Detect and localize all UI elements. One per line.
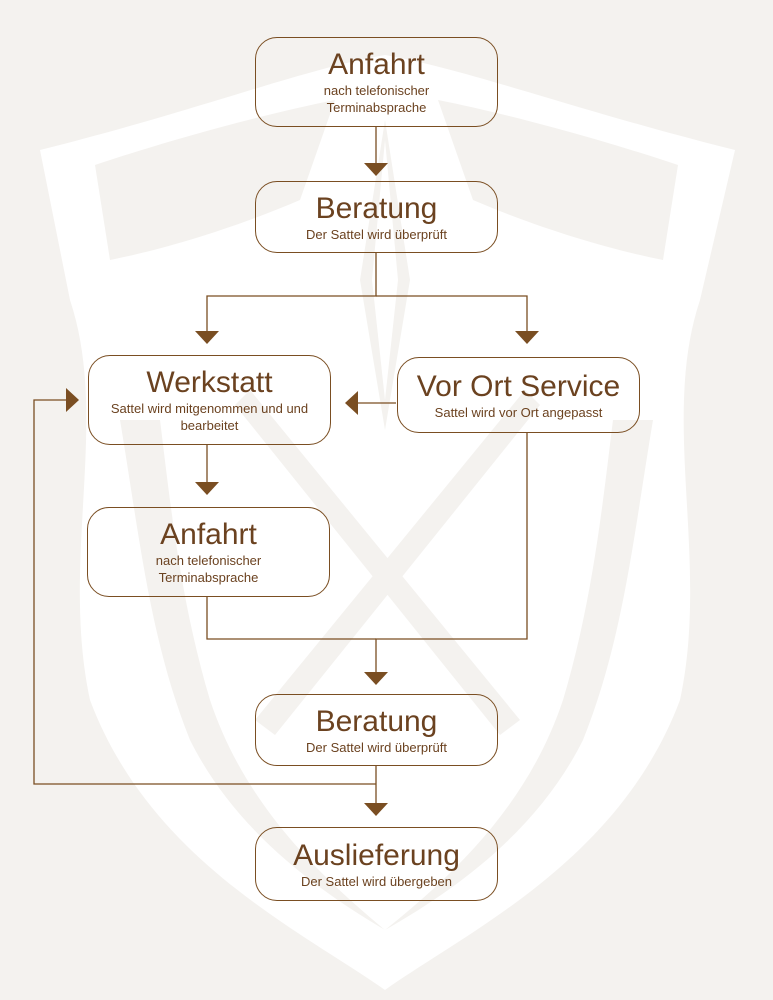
node-subtitle: Der Sattel wird überprüft [306, 739, 447, 755]
node-title: Beratung [315, 704, 438, 738]
node-beratung-1: Beratung Der Sattel wird überprüft [255, 181, 498, 253]
node-vor-ort-service: Vor Ort Service Sattel wird vor Ort ange… [397, 357, 640, 433]
arrow-down-icon [515, 331, 539, 344]
node-subtitle: nach telefonischer Terminabsprache [323, 83, 430, 115]
node-subtitle: Sattel wird vor Ort angepasst [434, 404, 603, 420]
node-anfahrt-2: Anfahrt nach telefonischer Terminabsprac… [87, 507, 330, 597]
node-anfahrt-1: Anfahrt nach telefonischer Terminabsprac… [255, 37, 498, 127]
node-subtitle: Sattel wird mitgenommen und und bearbeit… [110, 401, 309, 433]
arrow-down-icon [364, 163, 388, 176]
node-title: Beratung [315, 191, 438, 225]
edge-beratung1-vorort [376, 295, 528, 331]
node-title: Auslieferung [293, 838, 460, 872]
arrow-down-icon [364, 672, 388, 685]
edge-anfahrt2-merge [206, 597, 376, 640]
arrow-right-icon [66, 388, 79, 412]
node-werkstatt: Werkstatt Sattel wird mitgenommen und un… [88, 355, 331, 445]
node-subtitle: nach telefonischer Terminabsprache [155, 553, 262, 585]
arrow-left-icon [345, 391, 358, 415]
node-auslieferung: Auslieferung Der Sattel wird übergeben [255, 827, 498, 901]
edge-beratung2-werkstatt-loop [33, 399, 376, 785]
arrow-down-icon [195, 482, 219, 495]
node-subtitle: Der Sattel wird übergeben [300, 873, 453, 889]
node-subtitle: Der Sattel wird überprüft [306, 226, 447, 242]
edge-beratung1-werkstatt [206, 253, 377, 331]
node-title: Anfahrt [328, 48, 425, 81]
node-title: Anfahrt [160, 518, 257, 551]
arrow-down-icon [364, 803, 388, 816]
node-beratung-2: Beratung Der Sattel wird überprüft [255, 694, 498, 766]
node-title: Werkstatt [146, 366, 273, 399]
node-title: Vor Ort Service [416, 369, 621, 403]
edge-vorort-merge [375, 433, 528, 672]
arrow-down-icon [195, 331, 219, 344]
